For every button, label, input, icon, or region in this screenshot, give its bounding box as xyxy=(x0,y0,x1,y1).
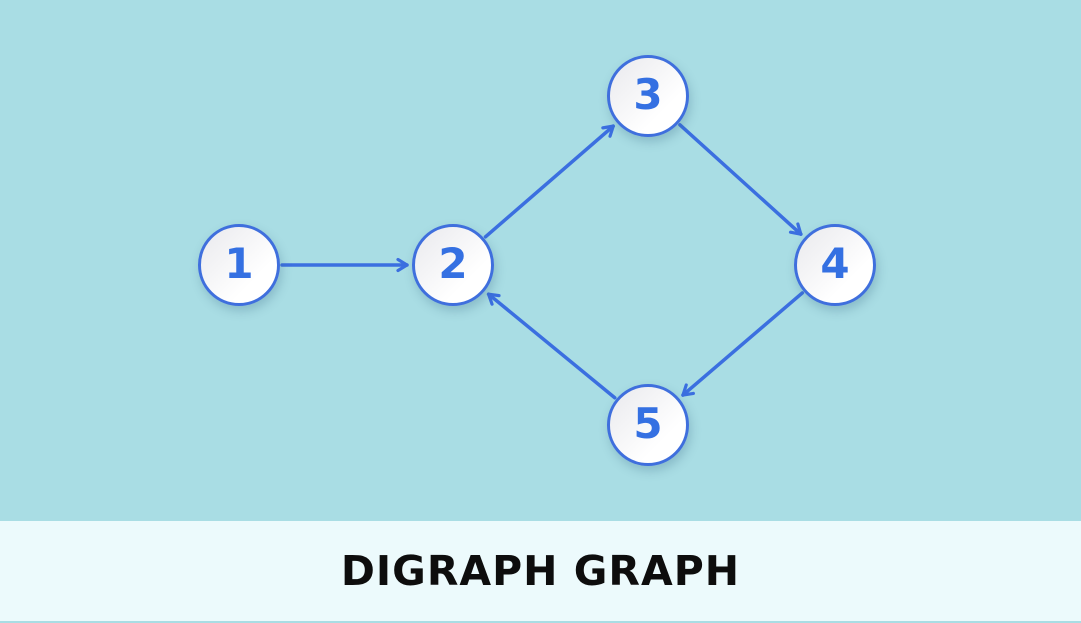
edge-5-2 xyxy=(486,292,617,400)
graph-node-label: 2 xyxy=(438,239,468,288)
edge-4-5 xyxy=(681,291,805,397)
graph-node-2: 2 xyxy=(412,224,494,306)
graph-node-label: 1 xyxy=(224,239,254,288)
edge-2-3 xyxy=(483,124,615,239)
graph-node-5: 5 xyxy=(607,384,689,466)
graph-node-4: 4 xyxy=(794,224,876,306)
diagram-title: DIGRAPH GRAPH xyxy=(340,547,741,595)
edge-group xyxy=(280,123,805,400)
graph-node-3: 3 xyxy=(607,55,689,137)
edge-3-4 xyxy=(678,123,803,236)
graph-node-label: 5 xyxy=(633,399,663,448)
graph-node-1: 1 xyxy=(198,224,280,306)
graph-node-label: 4 xyxy=(820,239,850,288)
title-band: DIGRAPH GRAPH xyxy=(0,521,1081,621)
graph-node-label: 3 xyxy=(633,70,663,119)
